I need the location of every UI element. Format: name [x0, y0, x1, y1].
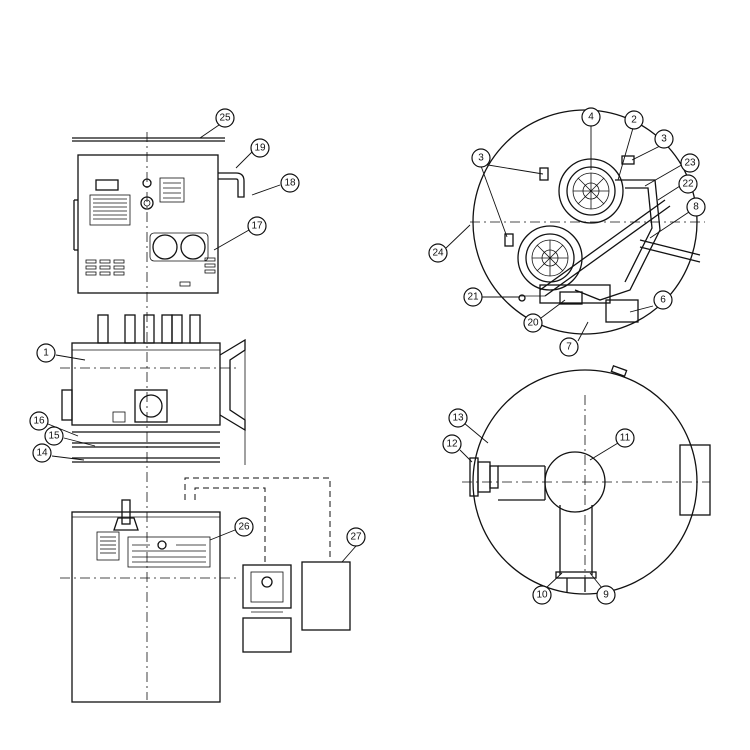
svg-text:4: 4 — [588, 112, 594, 123]
callout-2: 2 — [624, 110, 644, 130]
callout-10: 10 — [532, 585, 552, 605]
callout-6: 6 — [653, 290, 673, 310]
callout-15: 15 — [44, 426, 64, 446]
gaskets — [72, 431, 220, 463]
canister — [60, 477, 331, 703]
bottom-view — [462, 364, 711, 598]
svg-text:11: 11 — [620, 433, 631, 444]
svg-text:14: 14 — [36, 448, 48, 459]
wall-inlet-box — [242, 564, 292, 653]
svg-text:21: 21 — [467, 292, 479, 303]
svg-text:10: 10 — [536, 590, 548, 601]
callout-18: 18 — [280, 173, 300, 193]
callout-20: 20 — [523, 313, 543, 333]
callout-19: 19 — [250, 138, 270, 158]
svg-text:26: 26 — [238, 522, 250, 533]
callout-21: 21 — [463, 287, 483, 307]
callout-16: 16 — [29, 411, 49, 431]
svg-text:3: 3 — [661, 134, 667, 145]
control-box — [301, 561, 351, 631]
svg-text:24: 24 — [432, 248, 444, 259]
callout-7: 7 — [559, 337, 579, 357]
callout-13: 13 — [448, 408, 468, 428]
svg-text:23: 23 — [684, 158, 696, 169]
rod-part — [72, 137, 225, 142]
callout-9: 9 — [596, 585, 616, 605]
callout-3-right: 3 — [654, 129, 674, 149]
svg-text:8: 8 — [693, 202, 699, 213]
callout-25: 25 — [215, 108, 235, 128]
callout-11: 11 — [615, 428, 635, 448]
svg-text:1: 1 — [43, 348, 49, 359]
svg-text:17: 17 — [251, 221, 263, 232]
svg-text:27: 27 — [350, 532, 362, 543]
callout-14: 14 — [32, 443, 52, 463]
motor-body — [60, 314, 246, 465]
leader-lines — [47, 124, 693, 589]
svg-text:16: 16 — [33, 416, 45, 427]
svg-text:13: 13 — [452, 413, 464, 424]
svg-text:2: 2 — [631, 115, 637, 126]
callout-23: 23 — [680, 153, 700, 173]
callout-24: 24 — [428, 243, 448, 263]
callout-3-left: 3 — [471, 148, 491, 168]
svg-text:9: 9 — [603, 590, 609, 601]
svg-text:15: 15 — [48, 431, 60, 442]
callout-27: 27 — [346, 527, 366, 547]
svg-text:7: 7 — [566, 342, 572, 353]
svg-text:12: 12 — [446, 439, 458, 450]
callout-4: 4 — [581, 107, 601, 127]
callout-26: 26 — [234, 517, 254, 537]
svg-text:25: 25 — [219, 113, 231, 124]
control-housing — [73, 154, 245, 294]
callout-1: 1 — [36, 343, 56, 363]
callout-12: 12 — [442, 434, 462, 454]
callout-22: 22 — [678, 174, 698, 194]
callout-8: 8 — [686, 197, 706, 217]
svg-text:6: 6 — [660, 295, 666, 306]
callout-17: 17 — [247, 216, 267, 236]
svg-text:22: 22 — [682, 179, 694, 190]
svg-text:18: 18 — [284, 178, 296, 189]
svg-text:20: 20 — [527, 318, 539, 329]
svg-text:19: 19 — [254, 143, 266, 154]
svg-text:3: 3 — [478, 153, 484, 164]
